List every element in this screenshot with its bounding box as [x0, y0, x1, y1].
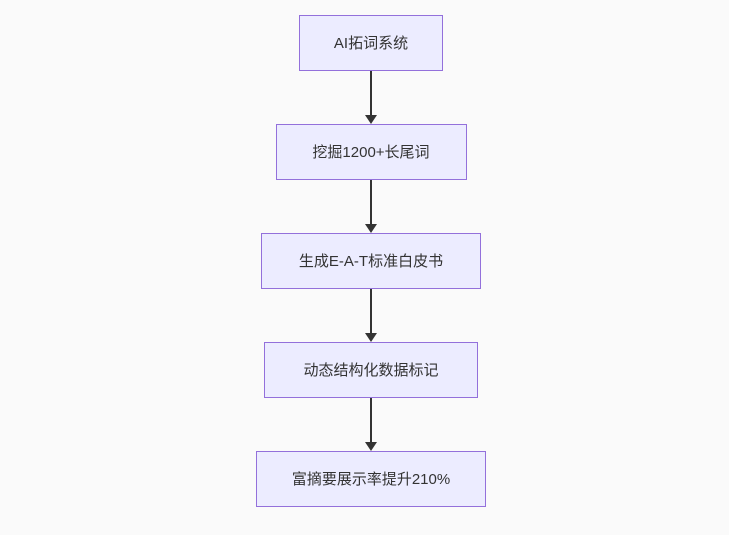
flowchart-column: AI拓词系统 挖掘1200+长尾词 生成E-A-T标准白皮书 动态结构化数据标记 [256, 15, 486, 507]
flow-edge-3 [365, 289, 377, 342]
flow-node-structured-data-markup: 动态结构化数据标记 [264, 342, 478, 398]
flow-edge-4 [365, 398, 377, 451]
flow-node-label: 挖掘1200+长尾词 [312, 143, 430, 161]
flow-node-rich-snippet-result: 富摘要展示率提升210% [256, 451, 486, 507]
flow-node-label: 生成E-A-T标准白皮书 [298, 252, 444, 270]
flow-edge-2 [365, 180, 377, 233]
arrow-down-icon [365, 333, 377, 342]
edge-line [370, 289, 372, 334]
flow-edge-1 [365, 71, 377, 124]
arrow-down-icon [365, 224, 377, 233]
arrow-down-icon [365, 115, 377, 124]
edge-line [370, 71, 372, 116]
flow-node-eat-whitepaper: 生成E-A-T标准白皮书 [261, 233, 481, 289]
flow-node-label: AI拓词系统 [333, 34, 409, 52]
edge-line [370, 180, 372, 225]
arrow-down-icon [365, 442, 377, 451]
flow-node-ai-keyword-system: AI拓词系统 [299, 15, 443, 71]
flow-node-label: 动态结构化数据标记 [303, 361, 439, 379]
flow-node-label: 富摘要展示率提升210% [291, 470, 451, 488]
edge-line [370, 398, 372, 443]
flow-node-longtail-mining: 挖掘1200+长尾词 [275, 124, 467, 180]
